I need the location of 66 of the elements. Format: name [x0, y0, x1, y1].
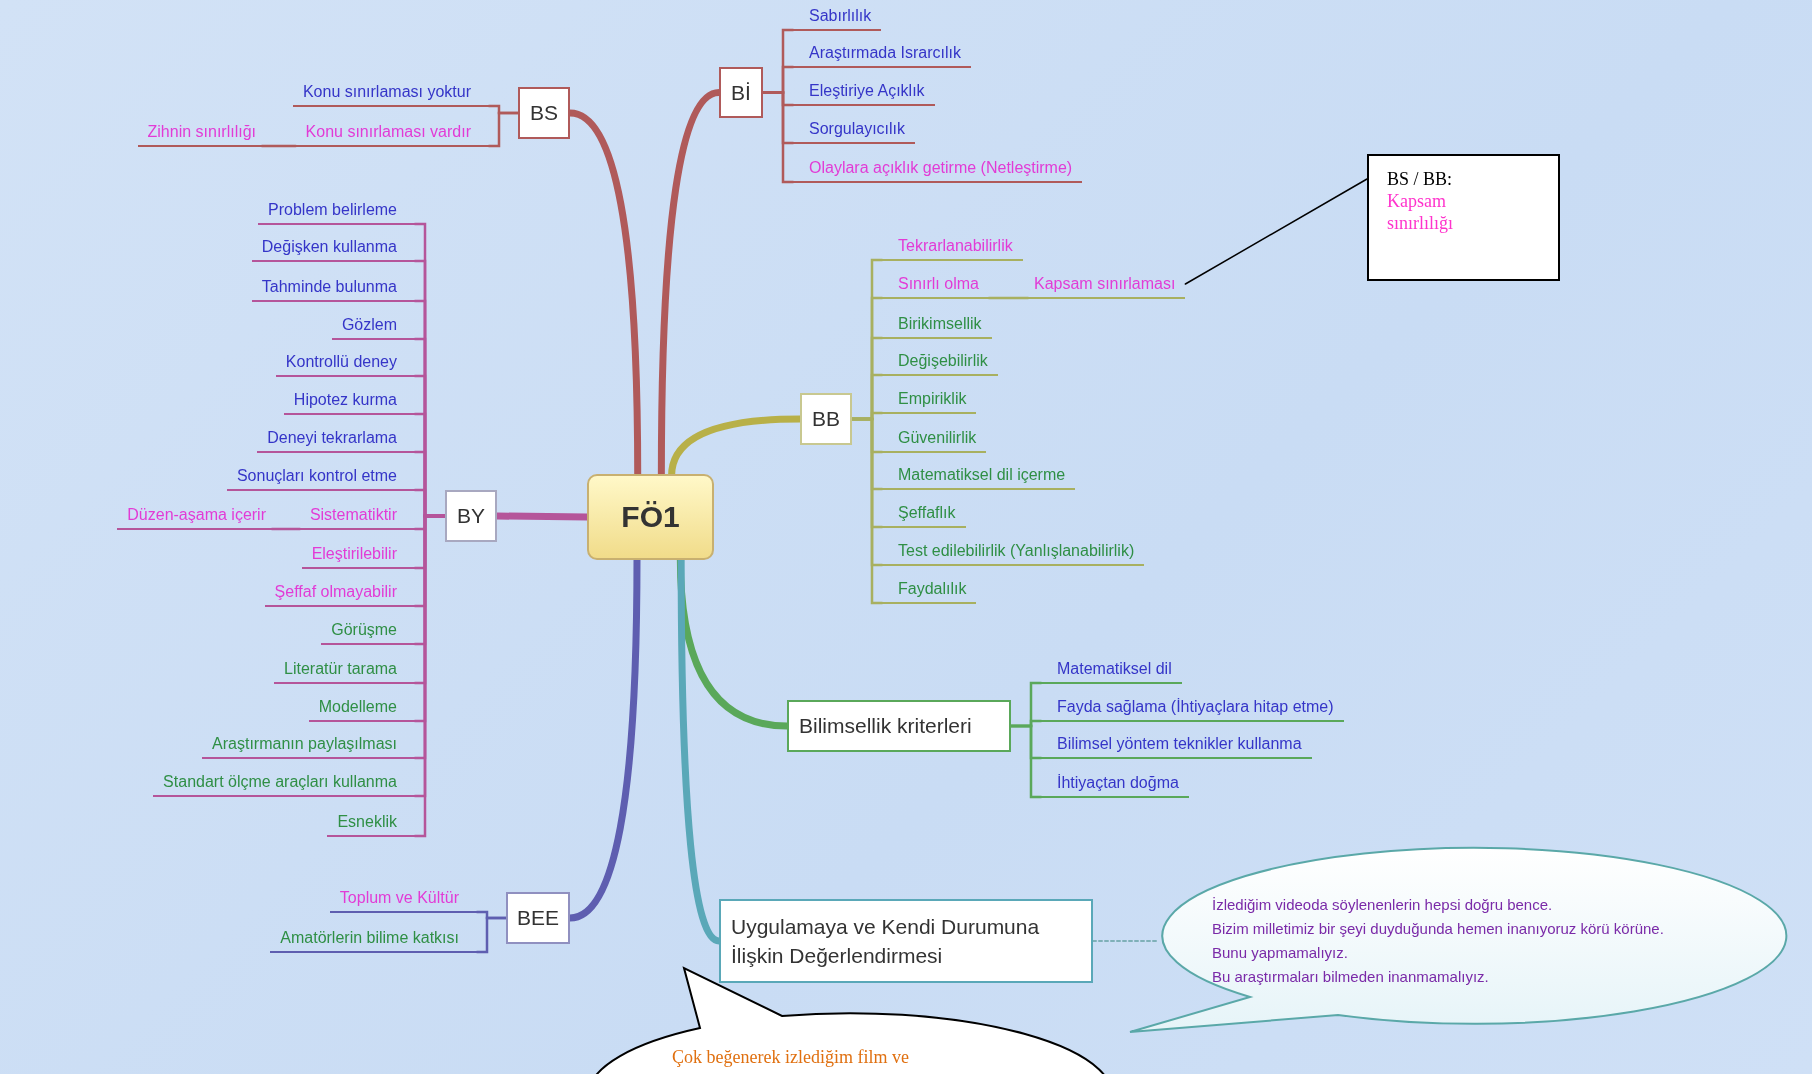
topic-label: Matematiksel dil içerme — [882, 463, 1076, 490]
callout-box — [1367, 154, 1560, 281]
connector-line — [987, 296, 1030, 300]
topic-label: Empiriklik — [882, 387, 977, 414]
topic-label: Tekrarlanabilirlik — [882, 234, 1023, 261]
connector-line — [270, 527, 302, 531]
topic-label: Eleştirilebilir — [301, 542, 415, 569]
topic-box: BB — [800, 393, 852, 445]
topic-label: Literatür tarama — [274, 657, 415, 684]
topic-label: Kapsam sınırlaması — [1028, 272, 1186, 299]
bubble-text: Bu araştırmaları bilmeden inanmamalıyız. — [1212, 967, 1489, 987]
topic-label: Değişken kullanma — [251, 235, 415, 262]
topic-label: Kontrollü deney — [275, 350, 415, 377]
topic-label: Standart ölçme araçları kullanma — [153, 770, 415, 797]
topic-label: Birikimsellik — [882, 312, 992, 339]
connector-line — [260, 144, 297, 148]
topic-label: Tahminde bulunma — [251, 275, 415, 302]
topic-label: Sonuçları kontrol etme — [226, 464, 415, 491]
topic-label: Konu sınırlaması yoktur — [292, 80, 489, 107]
topic-label: Hipotez kurma — [283, 388, 415, 415]
topic-label: Şeffaf olmayabilir — [264, 580, 415, 607]
topic-label: Problem belirleme — [258, 198, 415, 225]
topic-label: Konu sınırlaması vardır — [295, 120, 489, 147]
topic-label: Güvenilirlik — [882, 426, 987, 453]
bubble-text: Bunu yapmamalıyız. — [1212, 943, 1348, 963]
topic-box: BS — [518, 87, 570, 139]
topic-label: Sistematiktir — [299, 503, 415, 530]
callout-text: BS / BB: — [1387, 168, 1453, 190]
callout-text: Kapsam sınırlılığı — [1387, 190, 1454, 234]
topic-label: Değişebilirlik — [882, 349, 998, 376]
topic-label: Sabırlılık — [793, 4, 882, 31]
topic-label: Fayda sağlama (İhtiyaçlara hitap etme) — [1041, 695, 1344, 722]
central-topic: FÖ1 — [587, 474, 714, 560]
connector-line — [1092, 940, 1159, 942]
topic-label: Sorgulayıcılık — [793, 117, 916, 144]
topic-label: Görüşme — [321, 618, 415, 645]
topic-label: Gözlem — [331, 313, 415, 340]
topic-label: Deneyi tekrarlama — [257, 426, 415, 453]
topic-label: Araştırmada Israrcılık — [793, 41, 972, 68]
topic-box: Bilimsellik kriterleri — [787, 700, 1011, 752]
topic-box: Uygulamaya ve Kendi Durumuna İlişkin Değerlendirmesi — [719, 899, 1093, 983]
topic-label: Faydalılık — [882, 577, 977, 604]
bubble-text: İzlediğim videoda söylenenlerin hepsi doğru bence. — [1212, 895, 1553, 915]
topic-label: Bilimsel yöntem teknikler kullanma — [1041, 732, 1312, 759]
connector-line — [487, 111, 520, 148]
topic-label: Modelleme — [308, 695, 415, 722]
topic-box: Bİ — [719, 67, 763, 118]
topic-label: İhtiyaçtan doğma — [1041, 771, 1189, 798]
leader-line — [1184, 178, 1368, 285]
topic-box: BEE — [506, 892, 570, 944]
bubble-text: Bizim milletimiz bir şeyi duyduğunda hemen inanıyoruz körü körüne. — [1212, 919, 1664, 939]
topic-label: Eleştiriye Açıklık — [793, 79, 935, 106]
topic-label: Zihnin sınırlılığı — [137, 120, 262, 147]
topic-label: Şeffaflık — [882, 501, 966, 528]
bubble-text: Çok beğenerek izlediğim film ve — [672, 1046, 909, 1068]
topic-box: BY — [445, 490, 497, 542]
topic-label: Düzen-aşama içerir — [117, 503, 272, 530]
topic-label: Matematiksel dil — [1041, 657, 1182, 684]
topic-label: Toplum ve Kültür — [329, 886, 477, 913]
topic-label: Olaylara açıklık getirme (Netleştirme) — [793, 156, 1083, 183]
topic-label: Amatörlerin bilime katkısı — [270, 926, 477, 953]
topic-label: Esneklik — [327, 810, 415, 837]
connector-line — [475, 916, 508, 954]
topic-label: Test edilebilirlik (Yanlışlanabilirlik) — [882, 539, 1145, 566]
topic-label: Sınırlı olma — [882, 272, 989, 299]
topic-label: Araştırmanın paylaşılması — [202, 732, 415, 759]
